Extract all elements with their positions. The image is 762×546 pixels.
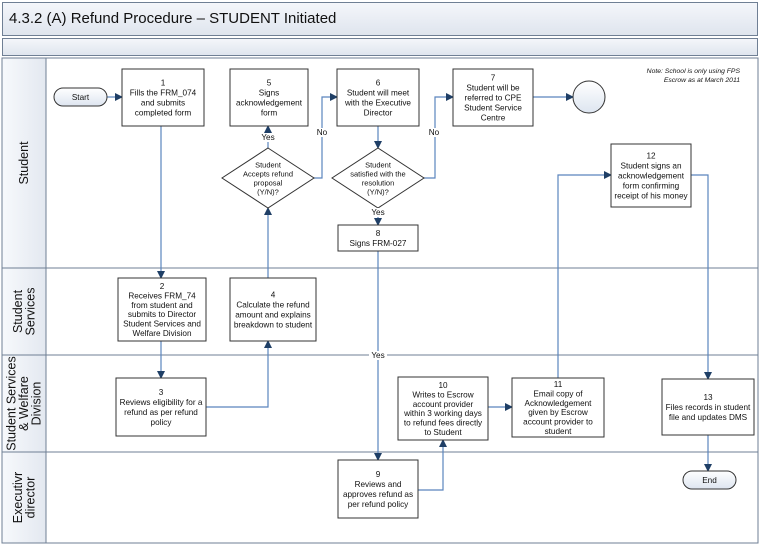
decision-diamond <box>221 147 315 209</box>
label-yes-d2: Yes <box>369 208 387 217</box>
label-no-d2: No <box>425 128 443 137</box>
lane-executive-director: Executivrdirector <box>1 451 758 544</box>
edge-label-text: Yes <box>371 351 384 360</box>
start-terminal: Start <box>53 87 108 107</box>
edge-label-text: Yes <box>371 208 384 217</box>
terminal-shape <box>53 87 108 107</box>
process-box <box>661 378 755 436</box>
lane-student: Student <box>1 57 47 269</box>
lane-label: Student Services& WelfareDivision <box>5 356 44 451</box>
lane-label: Executivrdirector <box>11 472 38 523</box>
process-box <box>337 224 419 252</box>
title-bar: 4.3.2 (A) Refund Procedure – STUDENT Ini… <box>2 2 758 36</box>
process-box <box>452 68 534 127</box>
label-bg <box>369 208 387 217</box>
process-box <box>397 376 489 441</box>
process-box <box>337 459 419 519</box>
page-title: 4.3.2 (A) Refund Procedure – STUDENT Ini… <box>9 10 337 27</box>
process-box <box>610 143 692 208</box>
label-bg <box>259 133 277 142</box>
process-box <box>115 377 207 437</box>
label-yes-d1: Yes <box>259 133 277 142</box>
edge-12-to-13 <box>691 174 712 380</box>
process-box <box>229 277 317 342</box>
terminal-text: End <box>702 476 717 485</box>
label-bg <box>369 351 387 360</box>
edge-d2-no-to-7 <box>424 93 454 179</box>
label-bg <box>313 128 331 137</box>
edge-label-text: No <box>317 128 328 137</box>
lane-label: StudentServices <box>11 288 38 336</box>
subtitle-bar <box>2 38 758 56</box>
label-yes-exec: Yes <box>369 351 387 360</box>
lane-welfare-division: Student Services& WelfareDivision <box>1 354 758 453</box>
process-box <box>336 68 420 127</box>
edge-d1-no-to-6 <box>314 93 338 179</box>
terminal-text: Start <box>72 93 90 102</box>
process-box <box>229 68 309 127</box>
edge-label-text: No <box>429 128 440 137</box>
label-bg <box>425 128 443 137</box>
process-box <box>511 377 605 438</box>
end-terminal: End <box>682 470 737 490</box>
terminal-shape <box>682 470 737 490</box>
label-no-d1: No <box>313 128 331 137</box>
process-box <box>121 68 205 127</box>
lane-header <box>1 451 47 544</box>
edge-9-to-10 <box>418 439 447 491</box>
process-box <box>117 277 207 342</box>
edge-11-to-12 <box>557 171 612 378</box>
lane-label: Student <box>17 141 31 185</box>
off-page-end-circle <box>572 80 606 114</box>
edge-3-to-4 <box>206 340 272 408</box>
edge-label-text: Yes <box>261 133 274 142</box>
